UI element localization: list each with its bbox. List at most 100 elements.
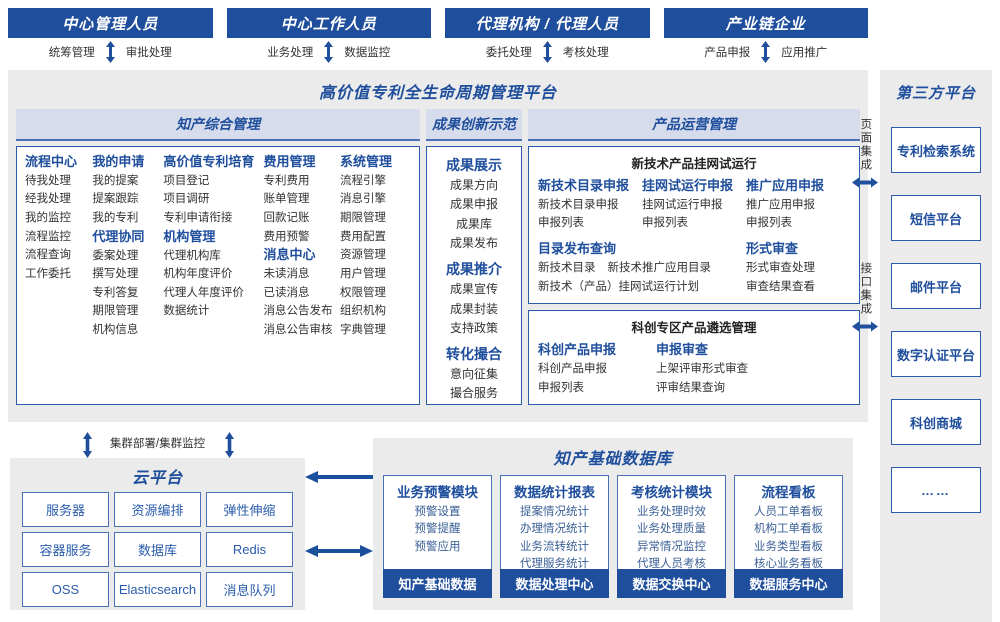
menu-item[interactable]: 申报列表 [538,217,584,230]
menu-item[interactable]: 费用配置 [340,230,386,243]
card-item[interactable]: 预警设置 [414,506,461,518]
menu-item[interactable]: 上架评审形式审查 [656,363,748,376]
menu-item[interactable]: 科创产品申报 [538,363,607,376]
menu-item[interactable]: 新技术目录 [538,261,596,274]
menu-item[interactable]: 成果宣传 [449,282,498,297]
menu-item[interactable]: 审查结果查看 [746,280,815,293]
card-item[interactable]: 业务处理时效 [637,506,706,518]
menu-item[interactable]: 新技术推广应用目录 [607,261,712,274]
menu-item[interactable]: 代理人年度评价 [163,286,244,299]
menu-item[interactable]: 期限管理 [340,212,386,225]
menu-item[interactable]: 代理机构库 [163,249,221,262]
menu-item[interactable]: 账单管理 [263,193,310,206]
menu-item[interactable]: 评审结果查询 [656,381,725,394]
menu-item[interactable]: 消息公告审核 [263,324,333,337]
menu-item[interactable]: 挂网试运行申报 [642,198,723,211]
card-item[interactable]: 提案情况统计 [520,506,589,518]
menu-item[interactable]: 专利申请衔接 [163,212,233,225]
menu-item[interactable]: 成果库 [455,216,492,231]
card-item[interactable]: 人员工单看板 [754,506,823,518]
cloud-cell[interactable]: 容器服务 [22,532,109,567]
menu-item[interactable]: 申报列表 [642,217,688,230]
menu-item[interactable]: 新技术目录申报 [538,198,619,211]
menu-item[interactable]: 申报列表 [538,381,584,394]
cloud-cell[interactable]: Elasticsearch [114,572,201,607]
card-footer[interactable]: 知产基础数据 [383,569,492,598]
menu-item[interactable]: 成果方向 [449,178,498,193]
menu-item[interactable]: 待我处理 [25,174,71,187]
menu-item[interactable]: 撰写处理 [92,268,139,281]
menu-item[interactable]: 权限管理 [340,286,386,299]
menu-item[interactable]: 消息引擎 [340,193,386,206]
menu-item[interactable]: 专利答复 [92,286,139,299]
card-item[interactable]: 预警提醒 [414,523,461,536]
menu-item[interactable]: 回款记账 [263,212,310,225]
menu-item[interactable]: 未读消息 [263,268,310,281]
card-item[interactable]: 业务处理质量 [637,523,706,536]
card-item[interactable]: 代理人员考核 [637,558,706,571]
menu-item[interactable]: 机构信息 [92,324,139,337]
menu-item[interactable]: 机构年度评价 [163,268,233,281]
card-item[interactable]: 异常情况监控 [637,540,706,553]
menu-item[interactable]: 字典管理 [340,323,386,336]
menu-item[interactable]: 转化备案 [431,404,517,405]
menu-item[interactable]: 流程监控 [25,230,71,243]
third-party-item[interactable]: 短信平台 [891,195,981,241]
card-item[interactable]: 机构工单看板 [754,523,823,536]
card-footer[interactable]: 数据处理中心 [500,569,609,598]
menu-item[interactable]: 期限管理 [92,305,139,318]
menu-item[interactable]: 成果发布 [449,235,498,250]
cloud-cell[interactable]: 资源编排 [114,492,201,527]
card-footer[interactable]: 数据交换中心 [617,569,726,598]
menu-item[interactable]: 支持政策 [449,320,498,335]
menu-item[interactable]: 新技术（产品）挂网试运行计划 [538,280,699,293]
menu-item[interactable]: 成果申报 [449,197,498,212]
menu-item[interactable]: 项目调研 [163,193,210,206]
card-item[interactable]: 预警应用 [414,540,461,553]
menu-item[interactable]: 意向征集 [449,367,498,382]
menu-item[interactable]: 组织机构 [340,305,386,318]
third-party-item[interactable]: 邮件平台 [891,263,981,309]
third-party-item-more[interactable]: …… [891,467,981,513]
menu-item[interactable]: 撮合服务 [449,386,498,401]
menu-item[interactable]: 已读消息 [263,286,310,299]
menu-item[interactable]: 我的专利 [92,212,139,225]
cloud-cell[interactable]: 弹性伸缩 [206,492,293,527]
panel-row: 科创产品申报 科创产品申报 申报列表 申报审查 上架评审形式审查 评审结果查询 [538,341,850,397]
cloud-cell[interactable]: 消息队列 [206,572,293,607]
panel-group: 推广应用申报 推广应用申报 申报列表 [746,177,850,233]
menu-item[interactable]: 消息公告发布 [263,305,333,318]
card-item[interactable]: 办理情况统计 [520,523,589,536]
cloud-cell[interactable]: Redis [206,532,293,567]
third-party-item[interactable]: 专利检索系统 [891,127,981,173]
menu-item[interactable]: 用户管理 [340,267,386,280]
menu-item[interactable]: 数据统计 [163,305,210,318]
column-chanpin: 产品运营管理 新技术产品挂网试运行 新技术目录申报 新技术目录申报 申报列表 挂… [528,109,860,406]
menu-item[interactable]: 申报列表 [746,217,792,230]
third-party-item[interactable]: 科创商城 [891,399,981,445]
cloud-cell[interactable]: 服务器 [22,492,109,527]
cloud-cell[interactable]: 数据库 [114,532,201,567]
menu-item[interactable]: 流程查询 [25,249,71,262]
menu-item[interactable]: 成果封装 [449,301,498,316]
menu-item[interactable]: 我的监控 [25,212,71,225]
menu-item[interactable]: 经我处理 [25,193,71,206]
third-party-item[interactable]: 数字认证平台 [891,331,981,377]
menu-item[interactable]: 委案处理 [92,249,139,262]
menu-item[interactable]: 流程引擎 [340,174,386,187]
card-item[interactable]: 业务类型看板 [754,540,823,553]
menu-item[interactable]: 提案跟踪 [92,193,139,206]
card-item[interactable]: 核心业务看板 [754,558,823,571]
cloud-cell[interactable]: OSS [22,572,109,607]
menu-item[interactable]: 费用预警 [263,230,310,243]
menu-item[interactable]: 形式审查处理 [746,261,815,274]
menu-item[interactable]: 推广应用申报 [746,198,815,211]
menu-item[interactable]: 专利费用 [263,174,310,187]
menu-item[interactable]: 项目登记 [163,174,210,187]
card-item[interactable]: 业务流转统计 [520,540,589,553]
menu-item[interactable]: 资源管理 [340,249,386,262]
menu-item[interactable]: 我的提案 [92,174,139,187]
card-item[interactable]: 代理服务统计 [520,558,589,571]
menu-item[interactable]: 工作委托 [25,267,71,280]
card-footer[interactable]: 数据服务中心 [734,569,843,598]
